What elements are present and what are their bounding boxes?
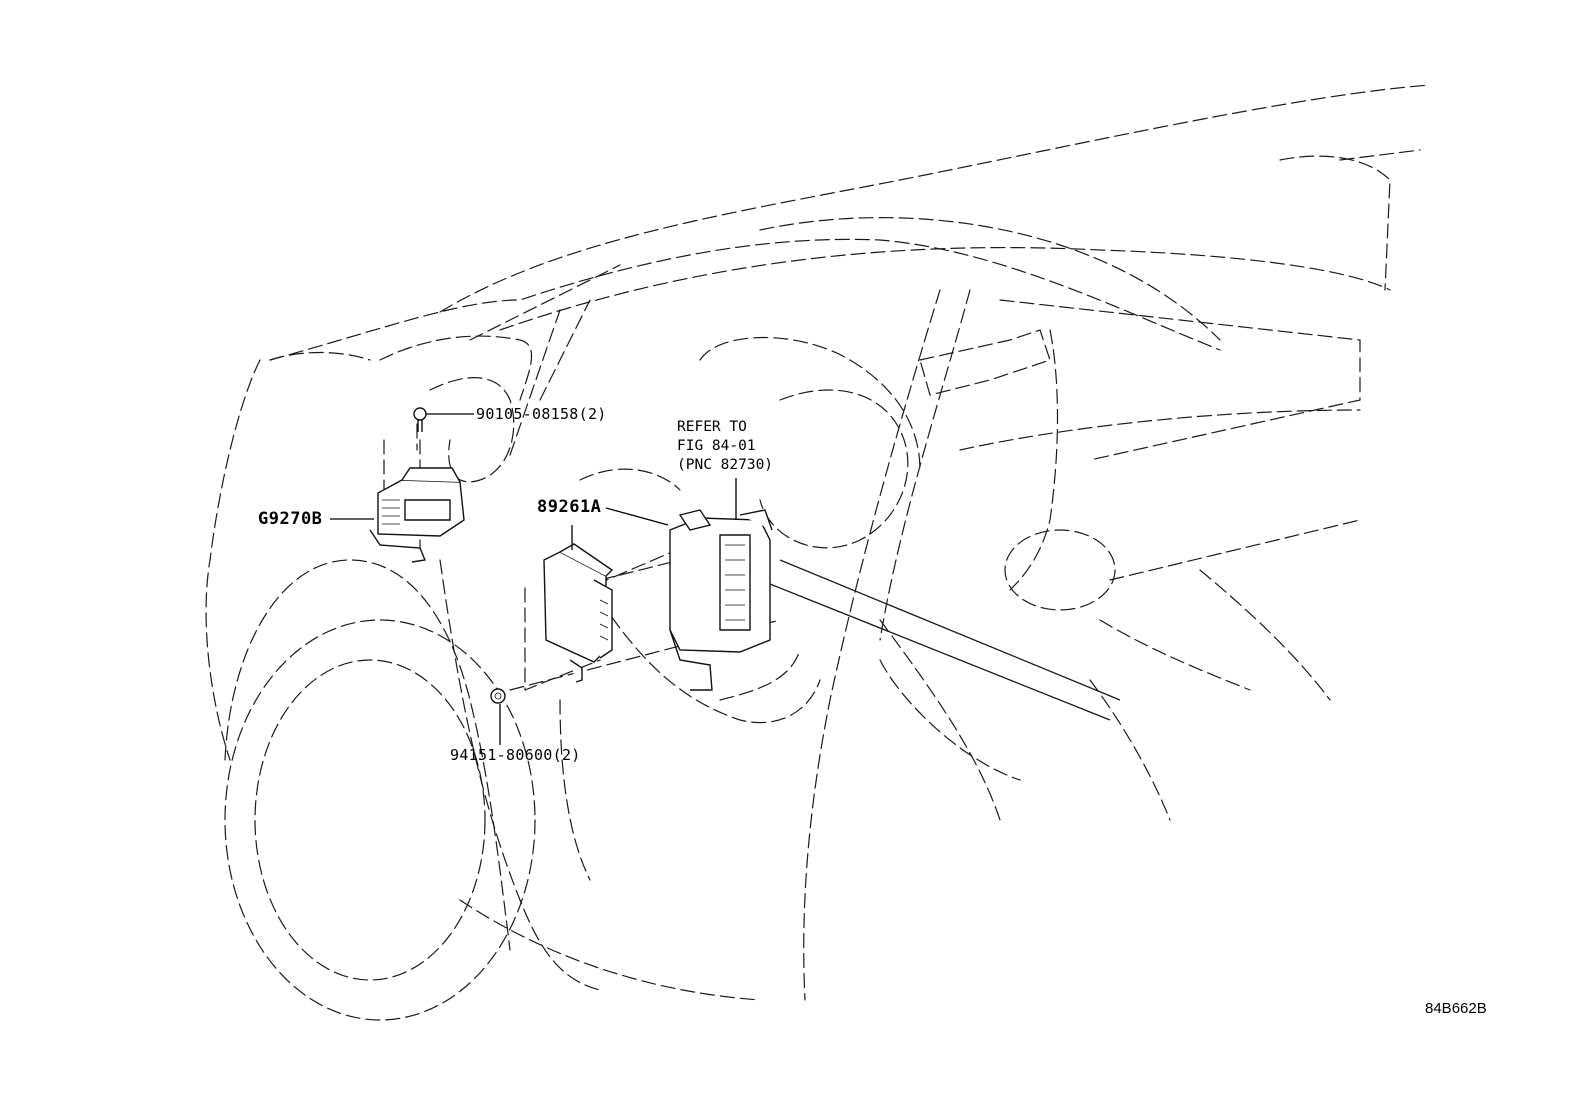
door-opening: [439, 559, 601, 991]
junction-block-drawing: [669, 509, 773, 691]
steering-wheel: [759, 389, 909, 549]
console-front: [1009, 329, 1059, 591]
nut-drawing: [490, 688, 506, 704]
cup-holder: [1004, 529, 1116, 611]
knee-panel: [719, 649, 801, 701]
roof-line: [439, 84, 1431, 313]
dashboard-top: [499, 246, 1391, 331]
meter-hood: [919, 329, 1051, 396]
reference-note: REFER TO FIG 84-01 (PNC 82730): [677, 418, 773, 475]
tire-inner: [254, 659, 486, 981]
tire-outer: [224, 619, 536, 1021]
reference-line-2: FIG 84-01: [677, 438, 756, 454]
seat-line: [1089, 679, 1171, 821]
dash-right-lower: [959, 409, 1361, 451]
door-edge: [559, 699, 591, 881]
dash-lower-right: [1099, 619, 1251, 691]
reference-line-1: REFER TO: [677, 419, 747, 435]
reference-line-3: (PNC 82730): [677, 457, 774, 473]
guide-center-module: [524, 587, 601, 691]
dash-right-upper: [999, 299, 1361, 461]
body-curve-front: [269, 238, 1221, 361]
cowl-left: [579, 468, 681, 491]
steering-column: [699, 336, 921, 471]
windshield-frame: [469, 264, 621, 456]
floor-line: [879, 619, 1001, 821]
figure-code: 84B662B: [1425, 1000, 1487, 1017]
b-pillar: [803, 289, 941, 1001]
dash-lines-long: [759, 559, 1121, 721]
dash-bottom: [1109, 519, 1361, 701]
callout-nut: 94151-80600(2): [450, 746, 581, 764]
leader-89261a-b: [605, 507, 669, 526]
pillar-top-right: [1279, 155, 1391, 291]
lower-dash-left: [599, 599, 821, 724]
windshield-top: [759, 217, 1221, 341]
b-pillar-2: [879, 289, 971, 641]
callout-module-left: G9270B: [258, 509, 323, 529]
module-89261a-drawing: [543, 543, 614, 683]
screw-drawing: [413, 407, 427, 432]
roof-right: [1339, 149, 1421, 161]
sill-line: [459, 899, 761, 1001]
callout-screw: 90105-08158(2): [476, 405, 607, 423]
callout-module-center: 89261A: [537, 497, 602, 517]
a-pillar: [379, 335, 533, 401]
module-g9270b-drawing: [369, 467, 465, 563]
front-edge: [269, 351, 371, 361]
mirror: [429, 377, 515, 483]
knee-area: [879, 659, 1021, 781]
fender-outline: [205, 359, 261, 761]
